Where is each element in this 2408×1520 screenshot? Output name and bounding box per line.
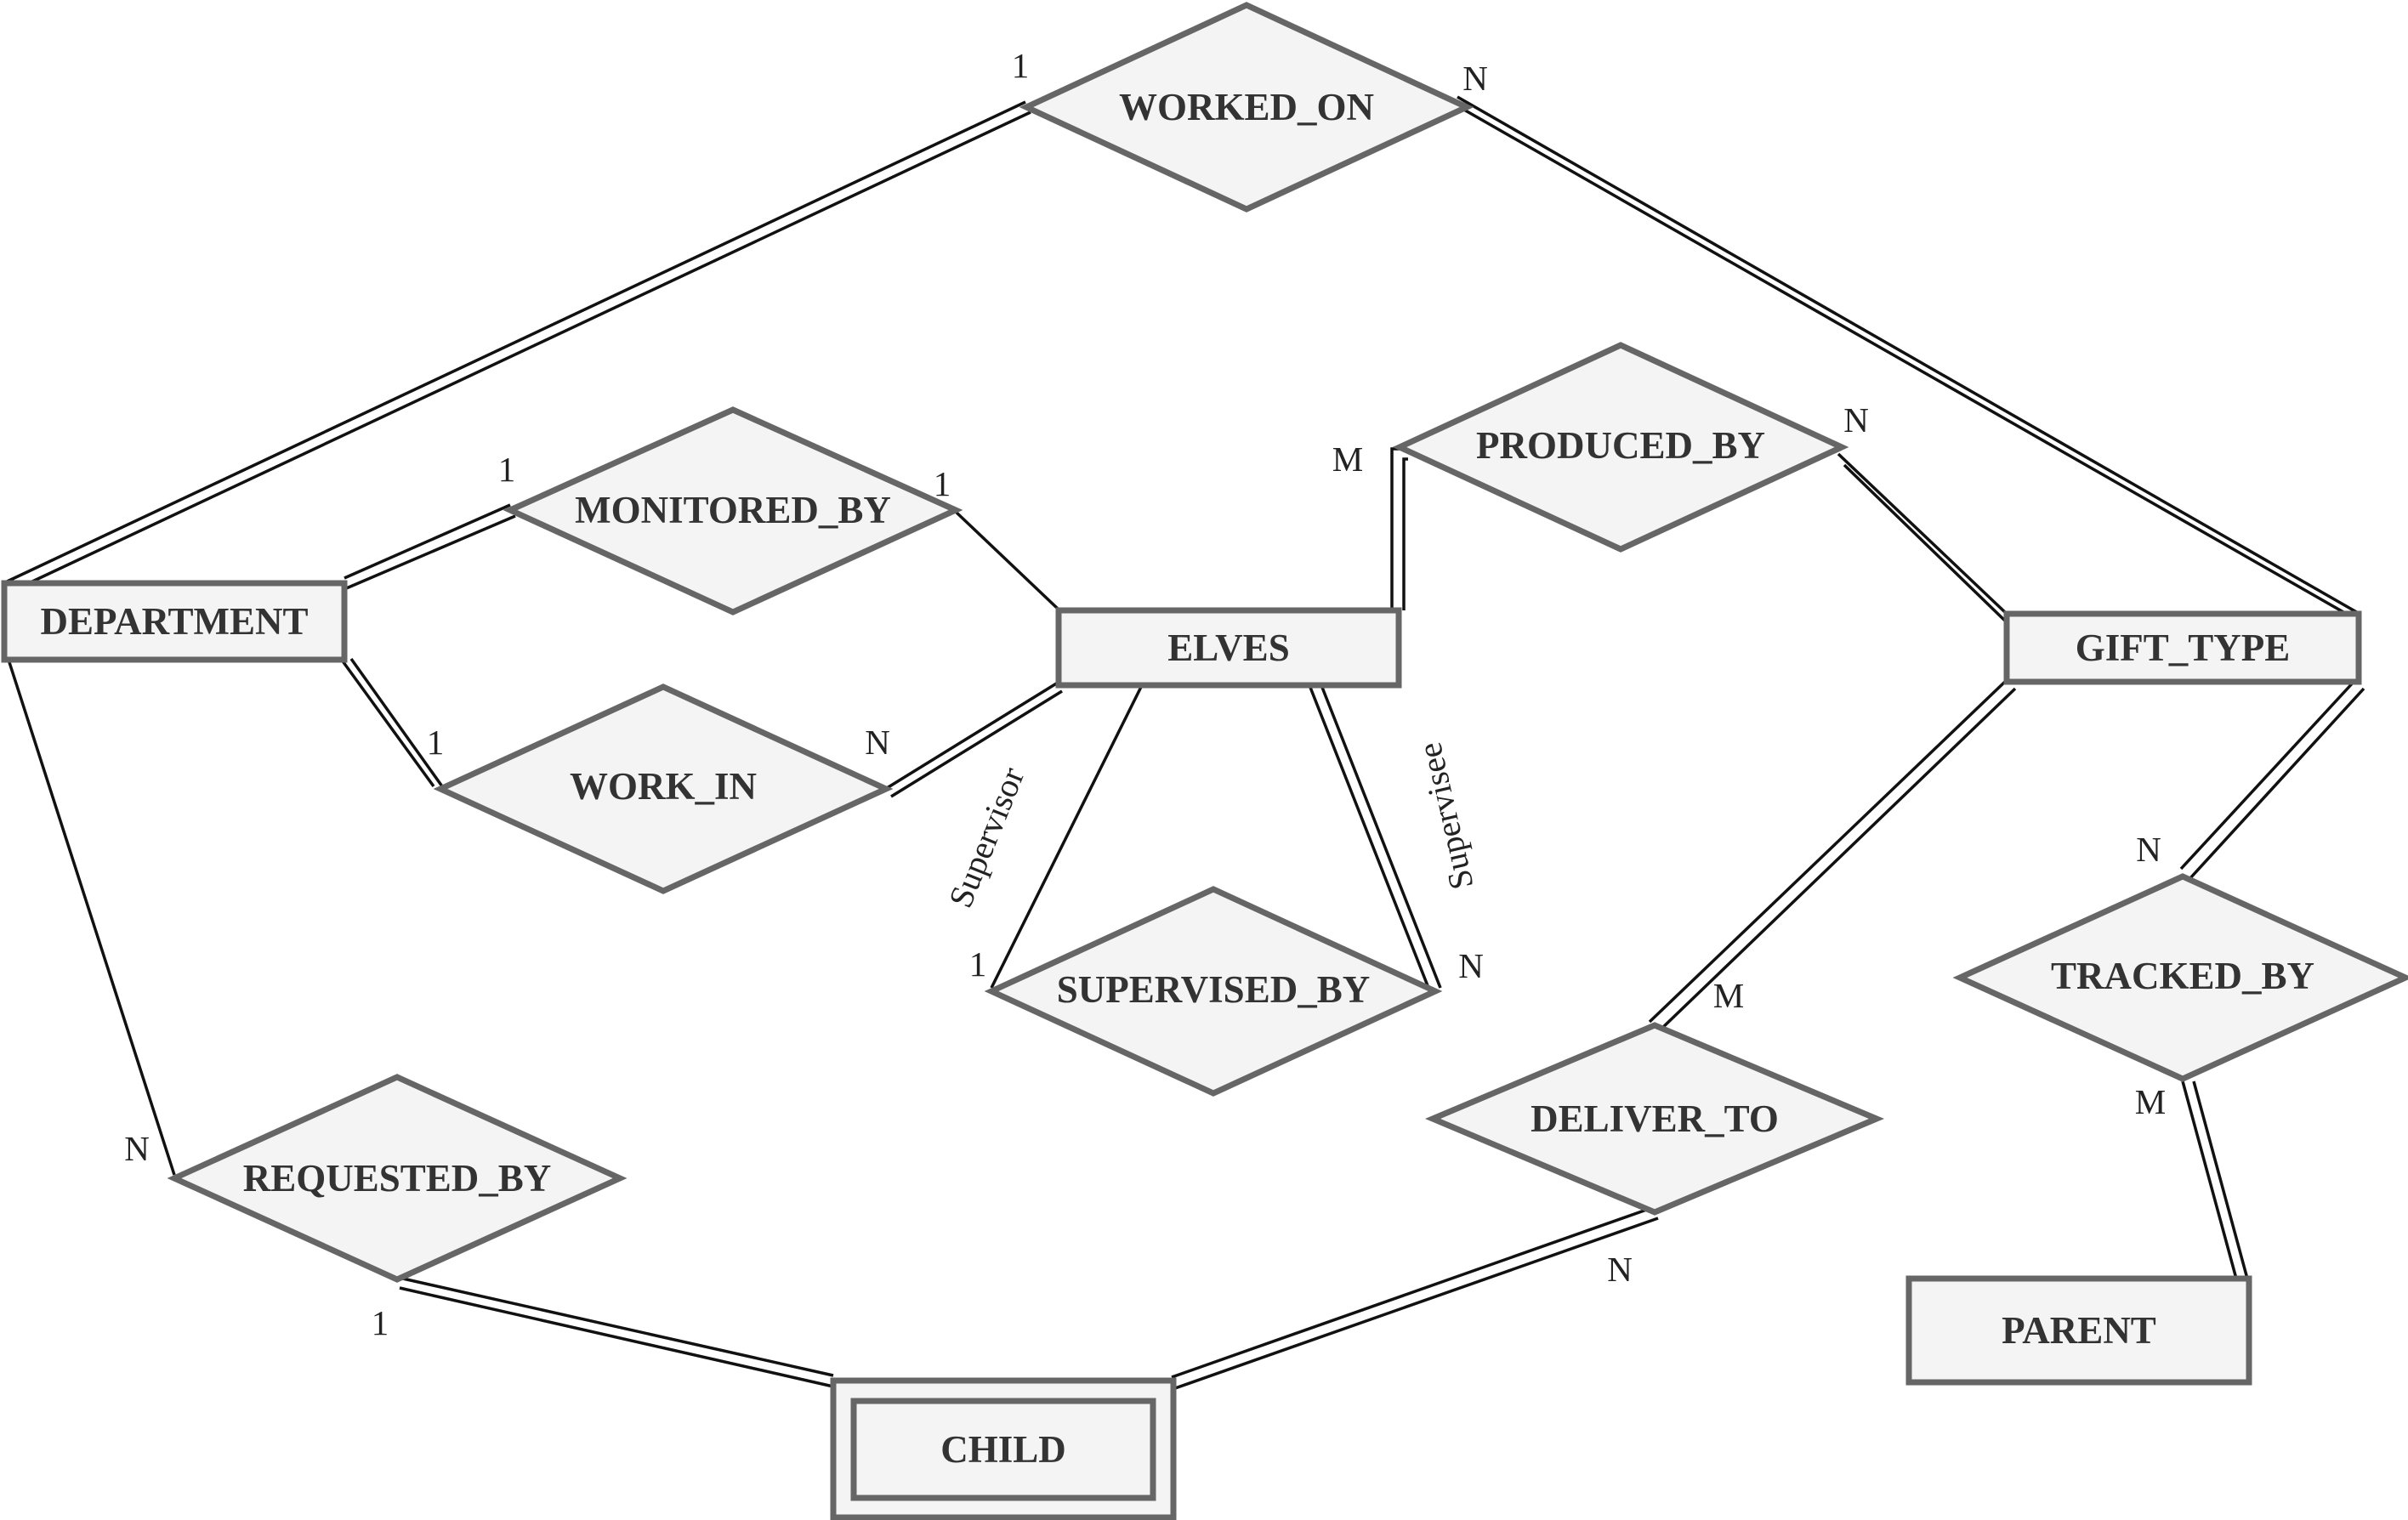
cardinality-label: N	[124, 1129, 150, 1168]
cardinality-label: N	[1462, 59, 1488, 98]
relationship-worked-on[interactable]: WORKED_ON	[1019, 2, 1474, 213]
cardinality-label: 1	[498, 450, 516, 489]
line-department-monitored-by	[344, 503, 516, 591]
line-tracked-by-parent	[2181, 1080, 2249, 1279]
relationship-requested-by[interactable]: REQUESTED_BY	[167, 1074, 628, 1283]
relationship-label: SUPERVISED_BY	[1057, 968, 1371, 1011]
relationship-label: REQUESTED_BY	[243, 1157, 552, 1200]
relationship-produced-by[interactable]: PRODUCED_BY	[1392, 342, 1849, 553]
role-label-supervisee: Supervisee	[1410, 739, 1480, 893]
role-label-supervisor: Supervisor	[941, 762, 1032, 913]
line-requested-by-child	[395, 1275, 834, 1388]
entity-label: ELVES	[1167, 627, 1289, 669]
cardinality-label: 1	[969, 944, 987, 984]
line-produced-by-gift-type	[1837, 452, 2010, 626]
cardinality-label: N	[2136, 830, 2161, 869]
entity-label: CHILD	[940, 1428, 1066, 1471]
relationship-supervised-by[interactable]: SUPERVISED_BY	[984, 886, 1443, 1097]
relationship-label: MONITORED_BY	[575, 489, 891, 531]
line-gift-type-deliver-to	[1648, 678, 2017, 1032]
relationship-label: WORKED_ON	[1119, 86, 1374, 128]
cardinality-label: M	[1332, 440, 1363, 479]
entity-elves[interactable]: ELVES	[1055, 607, 1402, 689]
entity-parent[interactable]: PARENT	[1905, 1275, 2252, 1386]
cardinality-label: N	[1607, 1250, 1633, 1289]
cardinality-label: M	[2135, 1082, 2166, 1121]
line-department-work-in	[339, 657, 444, 788]
line-gift-type-tracked-by	[2179, 678, 2365, 881]
line-monitored-by-elves	[954, 510, 1059, 610]
cardinality-label: 1	[372, 1303, 389, 1342]
cardinality-label: 1	[427, 723, 445, 762]
line-worked-on-gift-type	[1457, 95, 2360, 621]
cardinality-label: N	[1843, 400, 1869, 440]
relationship-tracked-by[interactable]: TRACKED_BY	[1952, 873, 2408, 1082]
entity-gift-type[interactable]: GIFT_TYPE	[2003, 610, 2362, 685]
entity-label: PARENT	[2002, 1309, 2156, 1352]
entity-label: GIFT_TYPE	[2076, 627, 2291, 669]
entity-label: DEPARTMENT	[40, 600, 308, 643]
connectors	[3, 95, 2365, 1390]
cardinality-labels: 1 N 1 1 1 N M N 1 N M N N M N 1	[124, 46, 2166, 1342]
relationship-work-in[interactable]: WORK_IN	[433, 683, 894, 894]
line-elves-produced-by	[1390, 447, 1408, 610]
relationship-label: WORK_IN	[570, 765, 757, 808]
relationship-label: PRODUCED_BY	[1476, 424, 1765, 467]
entity-child[interactable]: CHILD	[830, 1377, 1177, 1520]
cardinality-label: 1	[934, 464, 951, 503]
line-deliver-to-child	[1171, 1205, 1659, 1390]
relationship-label: TRACKED_BY	[2051, 955, 2314, 997]
line-elves-supervisor	[990, 684, 1144, 989]
relationship-label: DELIVER_TO	[1531, 1097, 1779, 1140]
line-elves-supervisee	[1308, 684, 1442, 989]
cardinality-label: N	[1458, 946, 1484, 985]
relationship-deliver-to[interactable]: DELIVER_TO	[1424, 1022, 1885, 1216]
cardinality-label: N	[865, 723, 890, 762]
entity-department[interactable]: DEPARTMENT	[1, 580, 348, 663]
cardinality-label: M	[1713, 976, 1744, 1015]
line-work-in-elves	[886, 681, 1063, 798]
relationship-monitored-by[interactable]: MONITORED_BY	[503, 406, 963, 615]
cardinality-label: 1	[1012, 46, 1030, 85]
line-department-requested-by	[7, 659, 176, 1176]
line-department-worked-on	[3, 100, 1031, 597]
